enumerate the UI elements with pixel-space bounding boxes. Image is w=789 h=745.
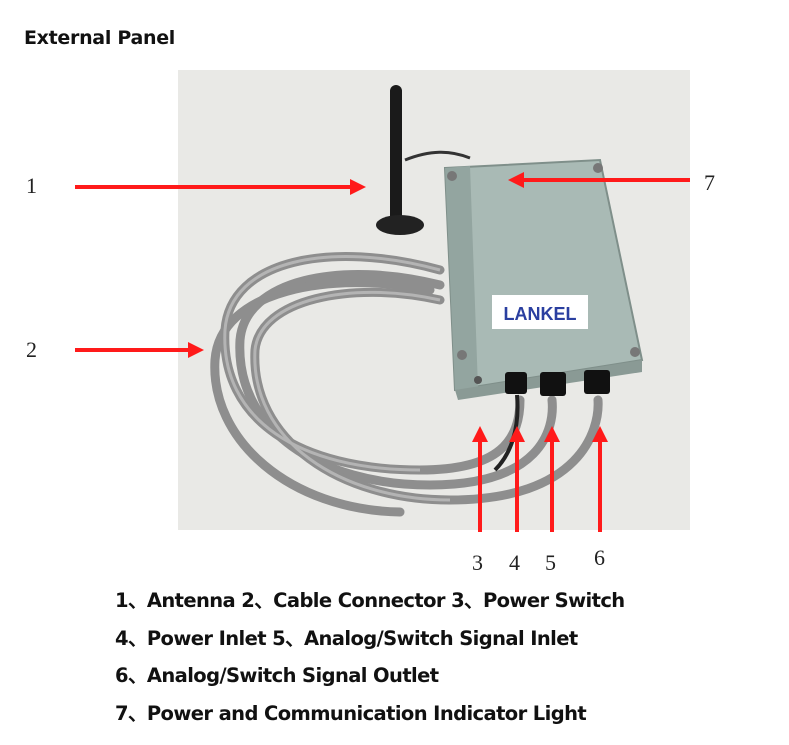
callout-5: 5: [545, 550, 556, 575]
legend-item: 1、Antenna 2、Cable Connector 3、Power Swit…: [115, 589, 625, 612]
callout-6: 6: [594, 545, 605, 570]
page-title: External Panel: [24, 27, 176, 49]
brand-logo: LANKEL: [504, 304, 577, 324]
callout-4: 4: [509, 550, 520, 575]
callout-7: 7: [704, 170, 715, 195]
legend-list: 1、Antenna 2、Cable Connector 3、Power Swit…: [115, 584, 625, 734]
callout-3: 3: [472, 550, 483, 575]
legend-item: 6、Analog/Switch Signal Outlet: [115, 664, 439, 687]
callout-arrows: [75, 172, 690, 532]
callout-2: 2: [26, 337, 37, 362]
callout-1: 1: [26, 173, 37, 198]
antenna: [376, 85, 471, 235]
enclosure: LANKEL: [443, 158, 644, 400]
legend-item: 4、Power Inlet 5、Analog/Switch Signal Inl…: [115, 626, 578, 650]
legend-item: 7、Power and Communication Indicator Ligh…: [115, 701, 587, 725]
